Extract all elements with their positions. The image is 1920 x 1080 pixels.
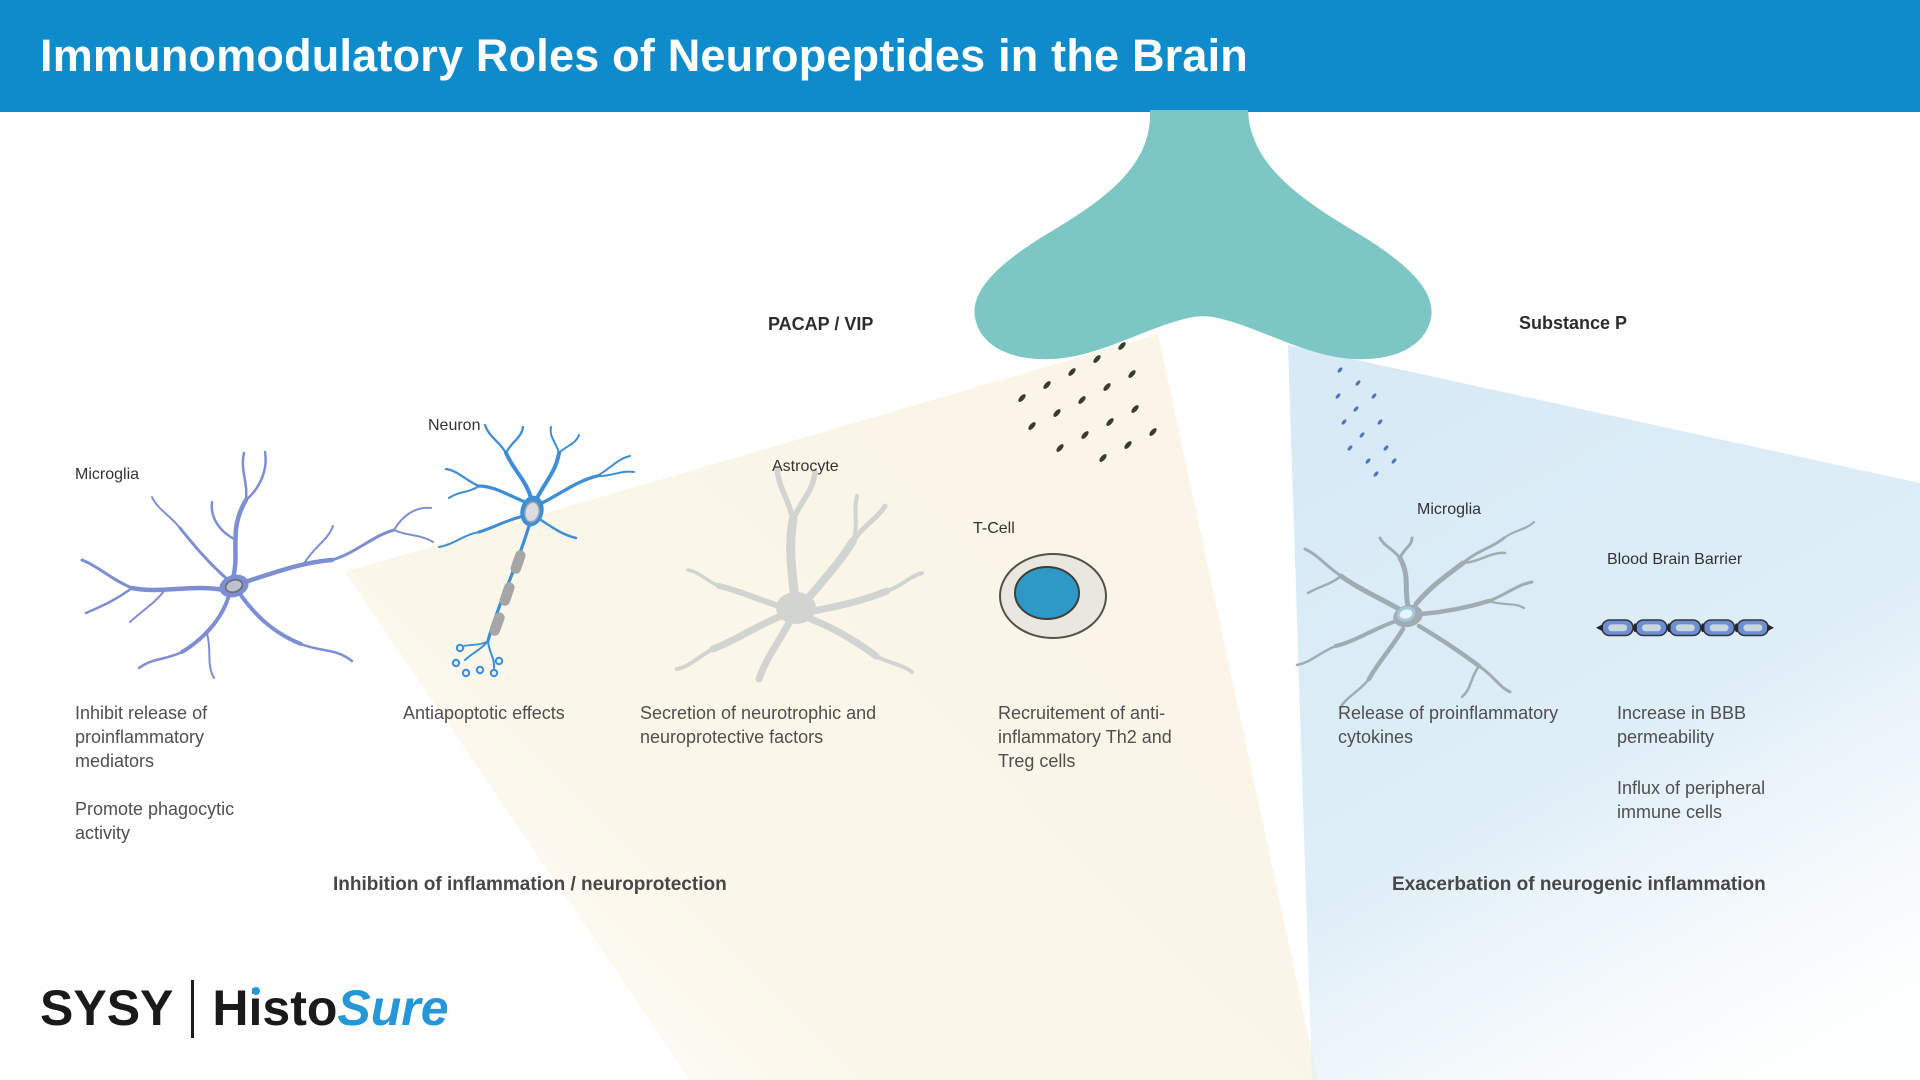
microglia-left-illustration: [80, 450, 434, 679]
neuron-effect: Antiapoptotic effects: [403, 703, 565, 723]
page-title: Immunomodulatory Roles of Neuropeptides …: [40, 30, 1248, 81]
pacap-vip-molecule-dots: [1018, 342, 1157, 462]
astrocyte-effect: Secretion of neurotrophic and neuroprote…: [640, 703, 877, 747]
neuron-label: Neuron: [428, 417, 481, 434]
histosure-wordmark-histo: Histo: [212, 980, 338, 1036]
microglia-right-label: Microglia: [1417, 501, 1482, 518]
bbb-tight-junctions: [1596, 623, 1774, 633]
bbb-effect-1: Increase in BBB permeability: [1617, 703, 1747, 747]
astrocyte-illustration: [675, 466, 924, 683]
substance-p-molecule-dots: [1335, 367, 1397, 477]
axon-terminal-boutons: [451, 640, 504, 678]
histo-i-dot: [252, 987, 260, 995]
myelin-sheath: [489, 550, 526, 636]
pacap-vip-release-cone: [345, 334, 1318, 1080]
brand-logo: SYSY Histo Sure: [40, 980, 449, 1038]
astrocyte-label: Astrocyte: [772, 458, 839, 475]
tcell-label: T-Cell: [973, 520, 1015, 537]
left-outcome-text: Inhibition of inflammation / neuroprotec…: [333, 874, 727, 895]
axon-terminal-shape: [974, 110, 1432, 360]
right-outcome-text: Exacerbation of neurogenic inflammation: [1392, 874, 1766, 895]
microglia-left-effect-1: Inhibit release of proinflammatory media…: [75, 703, 208, 771]
microglia-right-effect: Release of proinflammatory cytokines: [1338, 703, 1559, 747]
tcell-nucleus: [1014, 566, 1080, 620]
pacap-vip-label: PACAP / VIP: [768, 314, 874, 334]
tcell-effect: Recruitement of anti-inflammatory Th2 an…: [998, 703, 1172, 771]
neuron-illustration: [438, 423, 635, 678]
bbb-label: Blood Brain Barrier: [1607, 551, 1743, 568]
neuron-nucleus: [524, 501, 540, 523]
microglia-right-nucleus: [1396, 606, 1416, 622]
microglia-right-illustration: [1295, 520, 1536, 710]
tcell-illustration: [999, 553, 1107, 639]
bbb-effect-2: Influx of peripheral immune cells: [1617, 778, 1766, 822]
histosure-wordmark-sure: Sure: [337, 980, 449, 1036]
microglia-left-nucleus: [224, 578, 244, 594]
microglia-left-effect-2: Promote phagocytic activity: [75, 799, 235, 843]
microglia-left-label: Microglia: [75, 466, 140, 483]
astrocyte-soma: [776, 592, 816, 624]
substance-p-label: Substance P: [1519, 313, 1628, 333]
logo-divider: [191, 980, 195, 1038]
blood-brain-barrier-illustration: [1596, 619, 1774, 637]
header-bar: Immunomodulatory Roles of Neuropeptides …: [0, 0, 1920, 112]
substance-p-release-cone: [1288, 345, 1920, 1080]
sysy-wordmark: SYSY: [40, 980, 174, 1036]
